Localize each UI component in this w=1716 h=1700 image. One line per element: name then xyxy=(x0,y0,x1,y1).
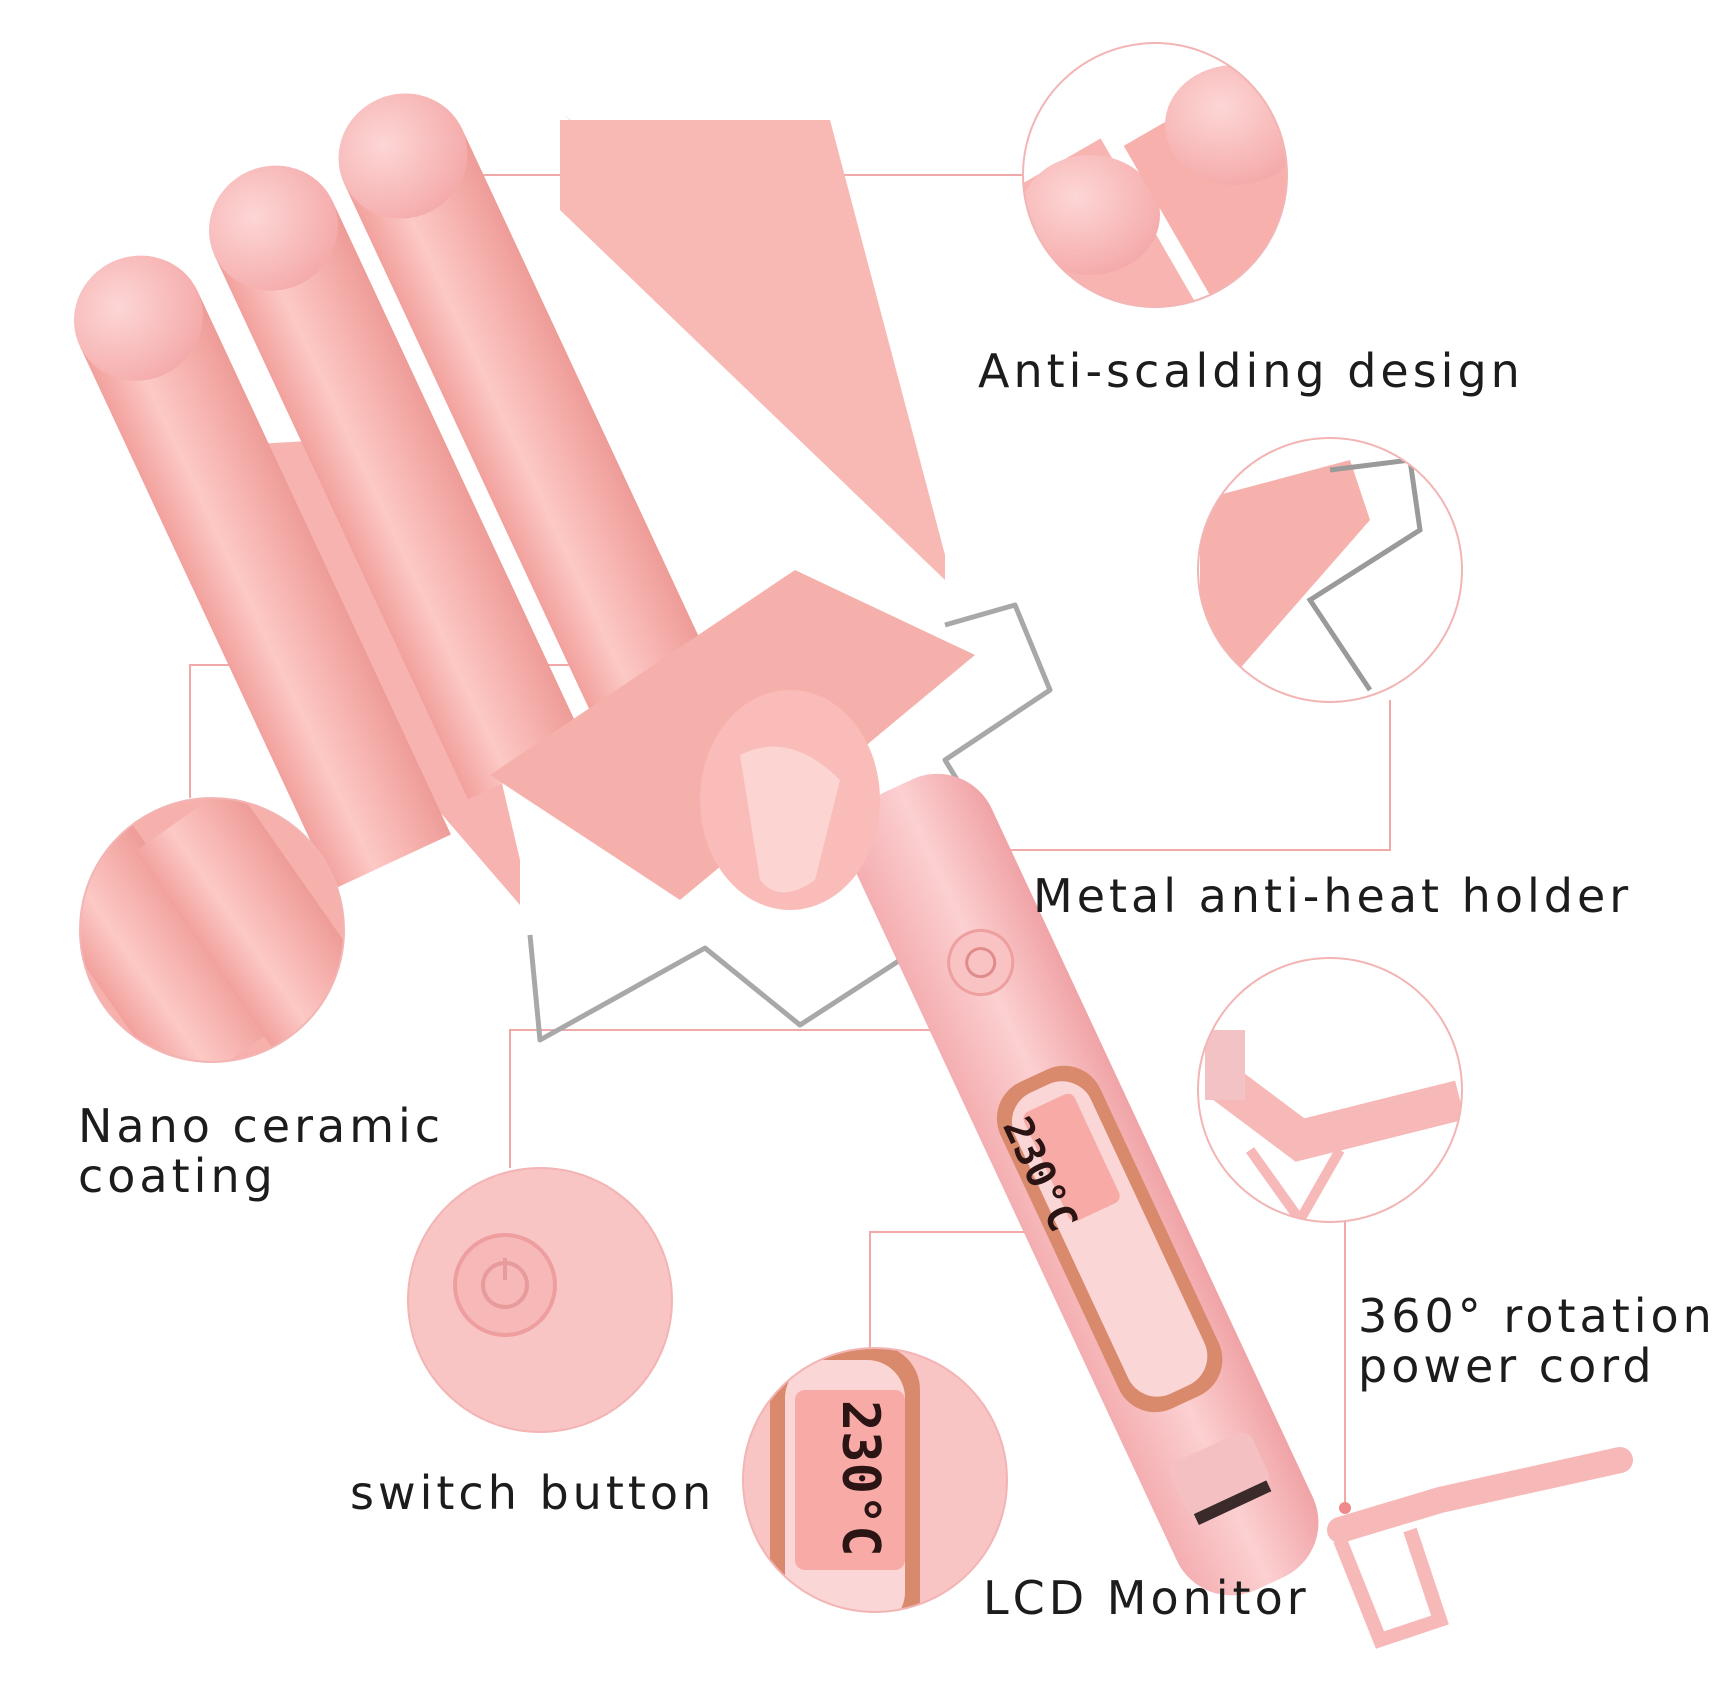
label-rotation-line2: power cord xyxy=(1358,1339,1656,1393)
label-switch-button: switch button xyxy=(350,1466,716,1520)
zoom-power-cord xyxy=(1197,957,1463,1223)
lcd-readout-zoom: 230°C xyxy=(830,1400,890,1557)
label-nano-ceramic-line2: coating xyxy=(78,1149,277,1203)
power-cord xyxy=(1327,1447,1633,1649)
label-anti-scalding: Anti-scalding design xyxy=(978,344,1524,398)
label-lcd-monitor: LCD Monitor xyxy=(983,1571,1310,1625)
base-collar xyxy=(490,570,975,910)
zoom-lcd xyxy=(742,1347,1008,1613)
handle xyxy=(850,773,1319,1596)
label-rotation-line1: 360° rotation xyxy=(1358,1289,1716,1343)
zoom-metal-holder xyxy=(1197,437,1463,703)
zoom-switch xyxy=(407,1167,673,1433)
label-metal-holder: Metal anti-heat holder xyxy=(1033,869,1633,923)
zoom-anti-scalding xyxy=(1022,42,1288,308)
label-nano-ceramic-line1: Nano ceramic xyxy=(78,1099,445,1153)
barrels xyxy=(73,93,716,890)
